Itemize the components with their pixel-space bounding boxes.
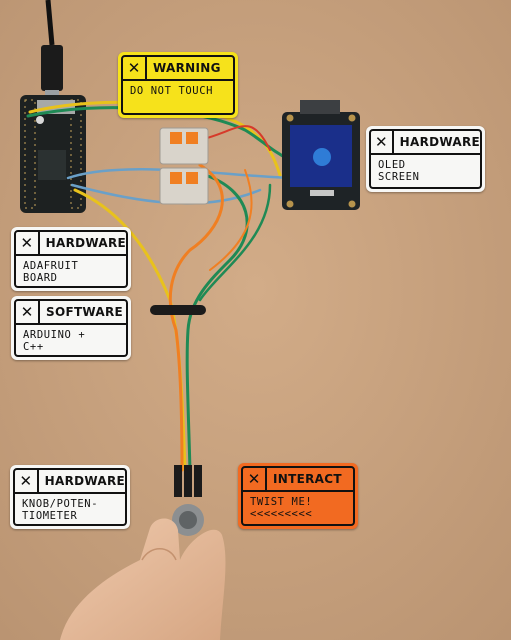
label-text: DO NOT TOUCH (130, 85, 214, 97)
wago-connectors (159, 127, 209, 205)
x-icon: ✕ (243, 468, 267, 490)
label-category: INTERACT (273, 472, 342, 486)
label-category: WARNING (153, 61, 221, 75)
label-text: ARDUINO + C++ (23, 329, 86, 353)
label-text: TWIST ME! <<<<<<<<< (250, 496, 313, 520)
oled-screen-label: ✕ HARDWARE OLED SCREEN (366, 126, 485, 192)
warning-label: ✕ WARNING DO NOT TOUCH (118, 52, 238, 118)
x-icon: ✕ (16, 301, 40, 323)
hand (60, 518, 226, 640)
x-icon: ✕ (371, 131, 394, 153)
potentiometer-knob (172, 465, 204, 536)
knob-potentiometer-label: ✕ HARDWARE KNOB/POTEN- TIOMETER (10, 465, 130, 529)
label-text: OLED SCREEN (378, 159, 420, 183)
zip-tie (150, 305, 206, 315)
oled-screen-module (282, 100, 360, 210)
usb-cable (41, 0, 63, 98)
software-label: ✕ SOFTWARE ARDUINO + C++ (11, 296, 131, 360)
x-icon: ✕ (15, 470, 39, 492)
label-text: ADAFRUIT BOARD (23, 260, 79, 284)
adafruit-board-label: ✕ HARDWARE ADAFRUIT BOARD (11, 227, 131, 291)
adafruit-feather-board (20, 95, 86, 213)
label-category: HARDWARE (44, 474, 125, 488)
label-category: HARDWARE (399, 135, 480, 149)
label-category: SOFTWARE (46, 305, 124, 319)
label-text: KNOB/POTEN- TIOMETER (22, 498, 99, 522)
x-icon: ✕ (16, 232, 40, 254)
interact-label: ✕ INTERACT TWIST ME! <<<<<<<<< (238, 463, 358, 529)
x-icon: ✕ (123, 57, 147, 79)
label-category: HARDWARE (45, 236, 126, 250)
